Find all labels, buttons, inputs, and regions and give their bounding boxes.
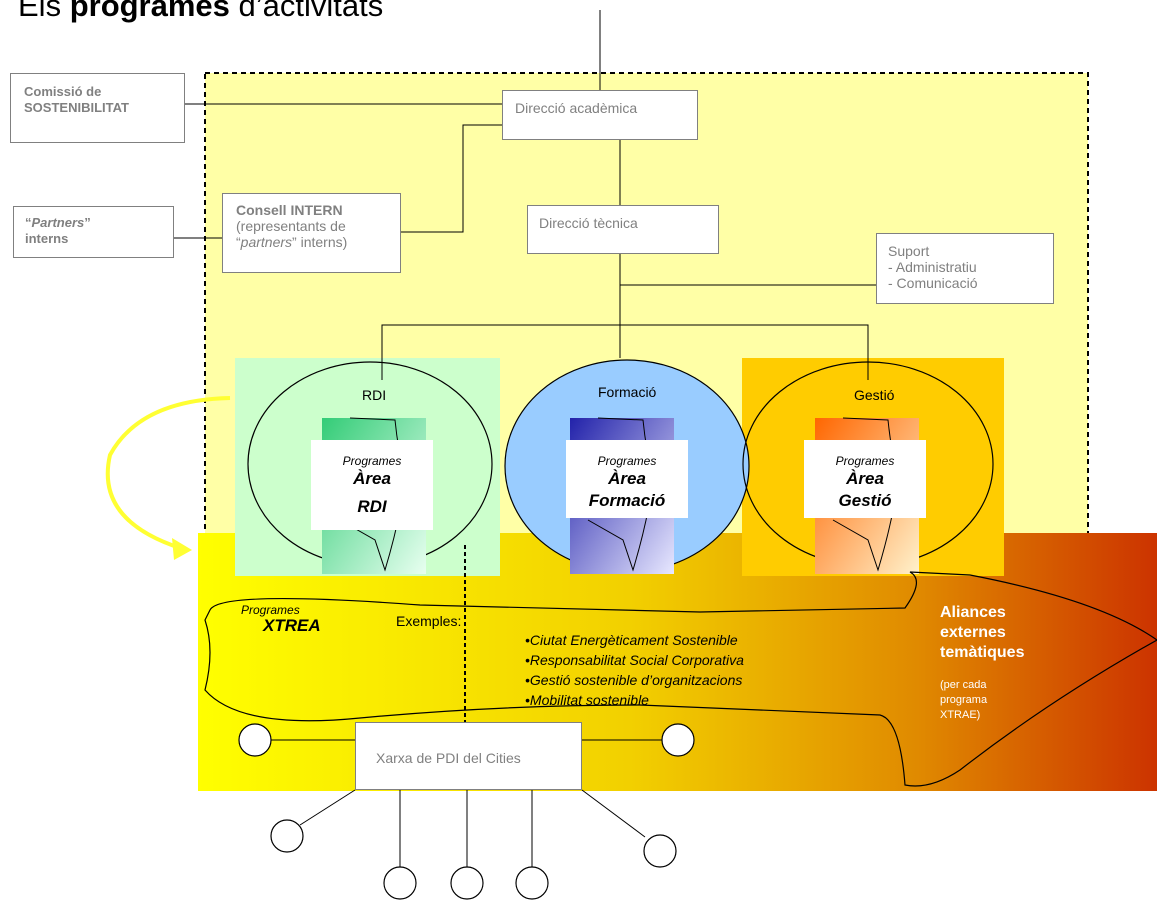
alliances-note-line1: (per cada (940, 679, 987, 691)
consell-title: Consell INTERN (236, 202, 343, 218)
example-item: •Ciutat Energèticament Sostenible (525, 632, 738, 648)
connector-lines (173, 10, 876, 867)
example-item: •Responsabilitat Social Corporativa (525, 652, 744, 668)
node-circle (450, 866, 484, 900)
suport-line3: - Comunicació (888, 275, 978, 291)
xarxa-box: Xarxa de PDI del Cities (355, 722, 582, 790)
formacio-program-small: Programes (597, 454, 657, 468)
examples-list: •Ciutat Energèticament Sostenible •Respo… (525, 630, 744, 710)
rdi-program-card: Programes Àrea RDI (311, 440, 433, 530)
gestio-program-line1: Àrea (846, 469, 884, 488)
formacio-label: Formació (598, 384, 657, 400)
gestio-label: Gestió (854, 387, 895, 403)
partners-box: “Partners” interns (13, 206, 174, 258)
xtrea-small-label: Programes (241, 603, 300, 617)
node-circle (515, 866, 549, 900)
rdi-program-line2: RDI (357, 497, 387, 516)
gestio-program-small: Programes (835, 454, 895, 468)
consell-line1: (representants de (236, 218, 346, 234)
direccio-tecnica-label: Direcció tècnica (539, 215, 638, 231)
comissio-box: Comissió de SOSTENIBILITAT (10, 73, 185, 143)
alliances-outline (204, 571, 1157, 787)
rdi-program-small: Programes (342, 454, 402, 468)
xarxa-label: Xarxa de PDI del Cities (376, 750, 521, 766)
page-title: Els programes d’activitats (18, 0, 384, 23)
partners-line1: “Partners” (25, 215, 91, 230)
alliances-note: (per cada programa XTRAE) (940, 678, 1010, 723)
direccio-tecnica-box: Direcció tècnica (527, 205, 719, 254)
formacio-program-line1: Àrea (608, 469, 646, 488)
node-circle (661, 723, 695, 757)
example-item: •Gestió sostenible d’organitzacions (525, 672, 743, 688)
alliances-line2: externes (940, 624, 1006, 641)
example-item: •Mobilitat sostenible (525, 692, 649, 708)
gestio-program-line2: Gestió (838, 491, 892, 510)
alliances-note-line2: programa (940, 694, 988, 706)
alliances-line3: temàtiques (940, 644, 1025, 661)
partners-line2: interns (25, 231, 69, 246)
node-circle (238, 723, 272, 757)
formacio-program-card: Programes Àrea Formació (566, 440, 688, 518)
comissio-line1: Comissió de (24, 84, 102, 99)
direccio-academica-box: Direcció acadèmica (502, 90, 698, 140)
formacio-program-line2: Formació (588, 491, 666, 510)
node-circle (383, 866, 417, 900)
alliances-title: Aliances externes temàtiques (940, 603, 1024, 663)
consell-line2: “partners” interns) (236, 234, 348, 250)
yellow-curved-arrow (105, 396, 231, 560)
rdi-program-line1: Àrea (353, 469, 391, 488)
suport-line2: - Administratiu (888, 259, 977, 275)
alliances-line1: Aliances (940, 604, 1006, 621)
node-circle (643, 834, 677, 868)
node-circle (270, 819, 304, 853)
network-nodes (238, 723, 695, 900)
consell-box: Consell INTERN (representants de “partne… (222, 193, 401, 273)
gestio-program-card: Programes Àrea Gestió (804, 440, 926, 518)
suport-line1: Suport (888, 243, 930, 259)
direccio-academica-label: Direcció acadèmica (515, 100, 638, 116)
alliances-note-line3: XTRAE) (940, 709, 981, 721)
xtrea-label: XTREA (263, 616, 321, 635)
suport-box: Suport - Administratiu - Comunicació (876, 233, 1054, 304)
comissio-line2: SOSTENIBILITAT (24, 100, 129, 115)
examples-label: Exemples: (396, 613, 462, 629)
rdi-label: RDI (362, 387, 387, 403)
